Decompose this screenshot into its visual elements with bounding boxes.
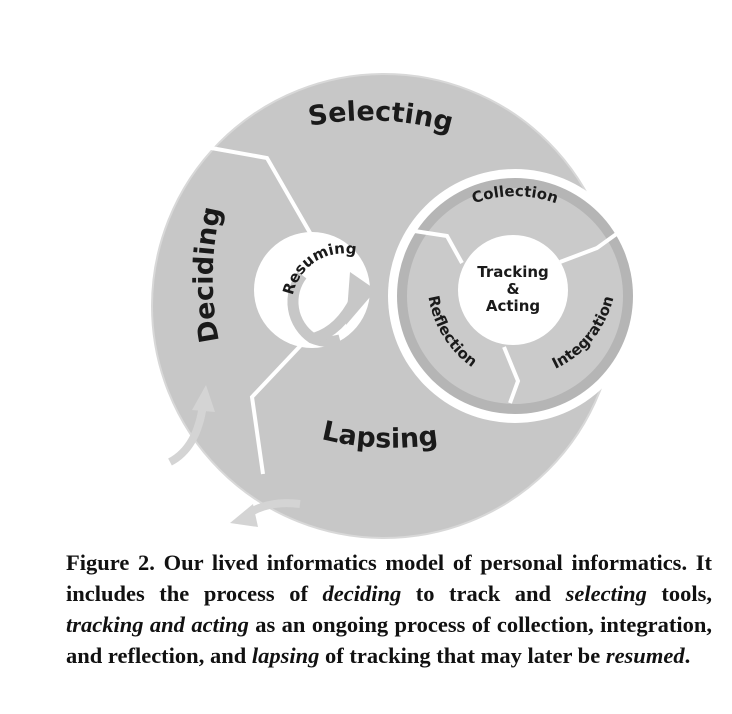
lapsing-arrow-head — [230, 504, 258, 527]
deciding-arrow-head — [192, 385, 215, 412]
inner-divider-integration-reflection — [502, 346, 521, 404]
caption-text: as an ongoing process of collection, int… — [66, 612, 713, 668]
caption-emphasis: selecting — [565, 581, 647, 606]
lived-informatics-diagram: Selecting Deciding Lapsing Resuming Coll… — [151, 73, 633, 539]
caption-emphasis: resumed — [605, 643, 685, 668]
caption-emphasis: lapsing — [251, 643, 320, 668]
resuming-arrow-shaft — [313, 297, 360, 344]
caption-text: of tracking that may later be — [319, 643, 606, 668]
divider-deciding-lapsing — [249, 341, 305, 475]
caption-text: Our lived informatics model of personal … — [66, 550, 712, 606]
tracking-center-circle — [458, 235, 568, 345]
caption-emphasis: tracking and acting — [66, 612, 249, 637]
caption-body: Our lived informatics model of personal … — [66, 550, 712, 668]
caption-text: tools, — [646, 581, 713, 606]
label-center-line-2: & — [506, 280, 519, 298]
inner-divider-reflection-collection — [407, 228, 464, 264]
caption-label: Figure 2. — [66, 550, 155, 575]
inner-divider-collection-integration — [559, 228, 624, 264]
caption-text: . — [684, 643, 691, 668]
divider-selecting-deciding — [199, 144, 315, 239]
figure-caption: Figure 2. Our lived informatics model of… — [66, 547, 712, 671]
deciding-arrow — [167, 404, 207, 466]
resuming-loop-arrow — [287, 271, 342, 347]
label-center-line-3: Acting — [486, 297, 540, 315]
label-center-line-1: Tracking — [477, 263, 549, 281]
caption-emphasis: deciding — [322, 581, 402, 606]
caption-text: to track and — [401, 581, 566, 606]
